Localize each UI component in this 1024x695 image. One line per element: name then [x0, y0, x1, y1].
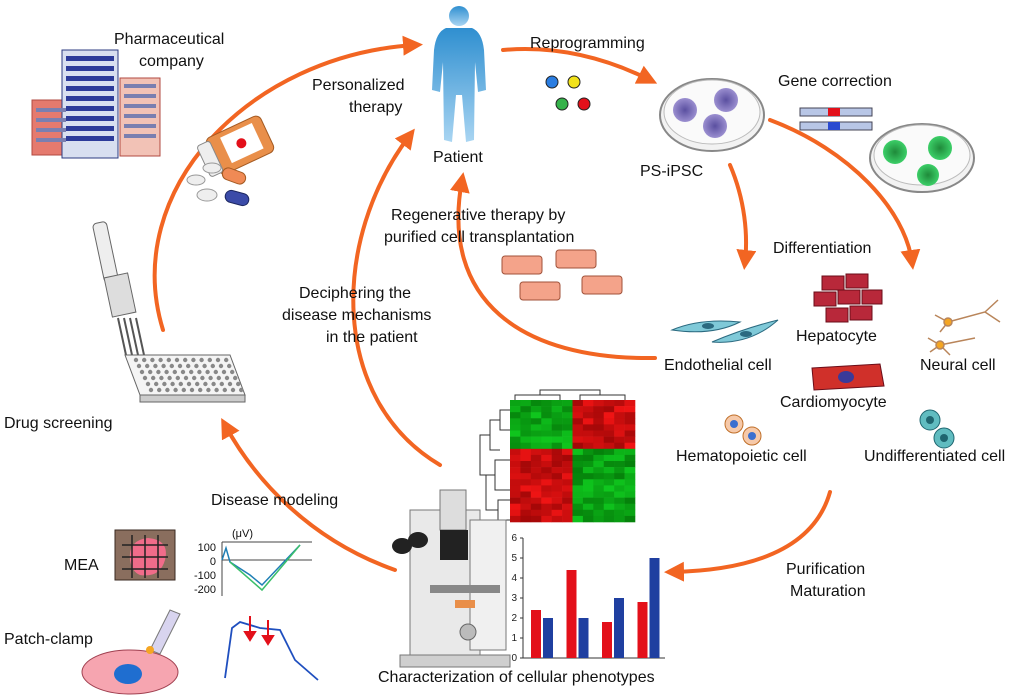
arrow-differentiation-left	[728, 163, 757, 270]
pipette-plate	[92, 221, 246, 403]
mea-tick-0: 0	[209, 556, 216, 568]
bar-chart-bar	[637, 602, 648, 658]
bar-chart-ytick-label: 0	[511, 653, 517, 664]
mea-plot	[221, 541, 312, 596]
bar-chart-bar	[614, 598, 624, 658]
pills	[186, 115, 275, 207]
mea-unit: (μV)	[232, 528, 254, 540]
arrow-regenerative	[450, 172, 657, 361]
pharma-buildings	[31, 49, 161, 159]
bar-chart-ytick-label: 6	[511, 533, 517, 544]
arrow-reprogramming	[501, 47, 658, 84]
label-ps-ipsc: PS-iPSC	[640, 163, 704, 180]
bar-chart-ytick-label: 5	[511, 553, 517, 564]
arrow-differentiation-right	[768, 118, 921, 270]
ipsc-dish	[659, 78, 765, 152]
hematopoietic-cells	[724, 414, 762, 446]
culture-flasks	[501, 249, 623, 301]
label-regen-1: Regenerative therapy by	[391, 207, 566, 224]
label-disease-modeling: Disease modeling	[211, 492, 339, 509]
bar-chart-ytick-label: 1	[511, 633, 517, 644]
bar-chart-ytick-label: 2	[511, 613, 517, 624]
arrow-deciphering	[351, 128, 442, 467]
label-endothelial: Endothelial cell	[664, 357, 772, 374]
label-cardiomyocyte: Cardiomyocyte	[780, 394, 887, 411]
endothelial-cells	[670, 319, 779, 343]
gene-correction-strands	[799, 107, 873, 131]
label-undifferentiated: Undifferentiated cell	[864, 448, 1006, 465]
label-gene-correction: Gene correction	[778, 73, 892, 90]
undifferentiated-cells	[919, 409, 955, 449]
heatmap	[510, 400, 636, 523]
label-hematopoietic: Hematopoietic cell	[676, 448, 807, 465]
label-mea: MEA	[64, 557, 99, 574]
label-drug-screening: Drug screening	[4, 415, 113, 432]
microscope	[392, 489, 511, 668]
bar-chart-bar	[543, 618, 553, 658]
label-personalized-1: Personalized	[312, 77, 405, 94]
reprogramming-factors	[545, 75, 591, 111]
heatmap-dendrogram	[479, 389, 626, 521]
hepatocytes	[813, 273, 883, 323]
bar-chart-ytick-label: 4	[511, 573, 517, 584]
label-pharma-1: Pharmaceutical	[114, 31, 225, 48]
label-characterization: Characterization of cellular phenotypes	[378, 669, 655, 686]
label-purification: Purification	[786, 561, 866, 578]
label-personalized-2: therapy	[349, 99, 403, 116]
phenotype-bar-chart: 0 1 2 3 4 5 6	[511, 533, 665, 664]
bar-chart-bar	[531, 610, 541, 658]
patient-figure	[432, 6, 486, 142]
label-decipher-3: in the patient	[326, 329, 418, 346]
bar-chart-ytick-label: 3	[511, 593, 517, 604]
label-hepatocyte: Hepatocyte	[796, 328, 877, 345]
cardiomyocyte	[811, 363, 885, 391]
action-potential-trace	[224, 616, 319, 681]
label-neural: Neural cell	[920, 357, 996, 374]
label-decipher-1: Deciphering the	[299, 285, 412, 302]
label-patch-clamp: Patch-clamp	[4, 631, 93, 648]
mea-tick-minus100: -100	[193, 570, 216, 582]
mea-tick-minus200: -200	[193, 584, 216, 596]
label-maturation: Maturation	[790, 583, 866, 600]
corrected-dish	[869, 123, 975, 193]
bar-chart-bar	[578, 618, 589, 658]
neural-cells	[927, 299, 1001, 356]
arrow-disease-modeling	[221, 417, 397, 572]
label-patient: Patient	[433, 149, 483, 166]
bar-chart-bar	[602, 622, 612, 658]
mea-tick-100: 100	[197, 542, 216, 554]
label-pharma-2: company	[139, 53, 204, 70]
bar-chart-bar	[649, 558, 660, 658]
label-reprogramming: Reprogramming	[530, 35, 645, 52]
patch-clamp	[81, 609, 181, 695]
label-regen-2: purified cell transplantation	[384, 229, 575, 246]
mea-electrode	[114, 529, 176, 581]
bar-chart-bar	[566, 570, 577, 658]
arrow-purification	[664, 490, 832, 582]
label-decipher-2: disease mechanisms	[282, 307, 432, 324]
label-differentiation: Differentiation	[773, 240, 872, 257]
